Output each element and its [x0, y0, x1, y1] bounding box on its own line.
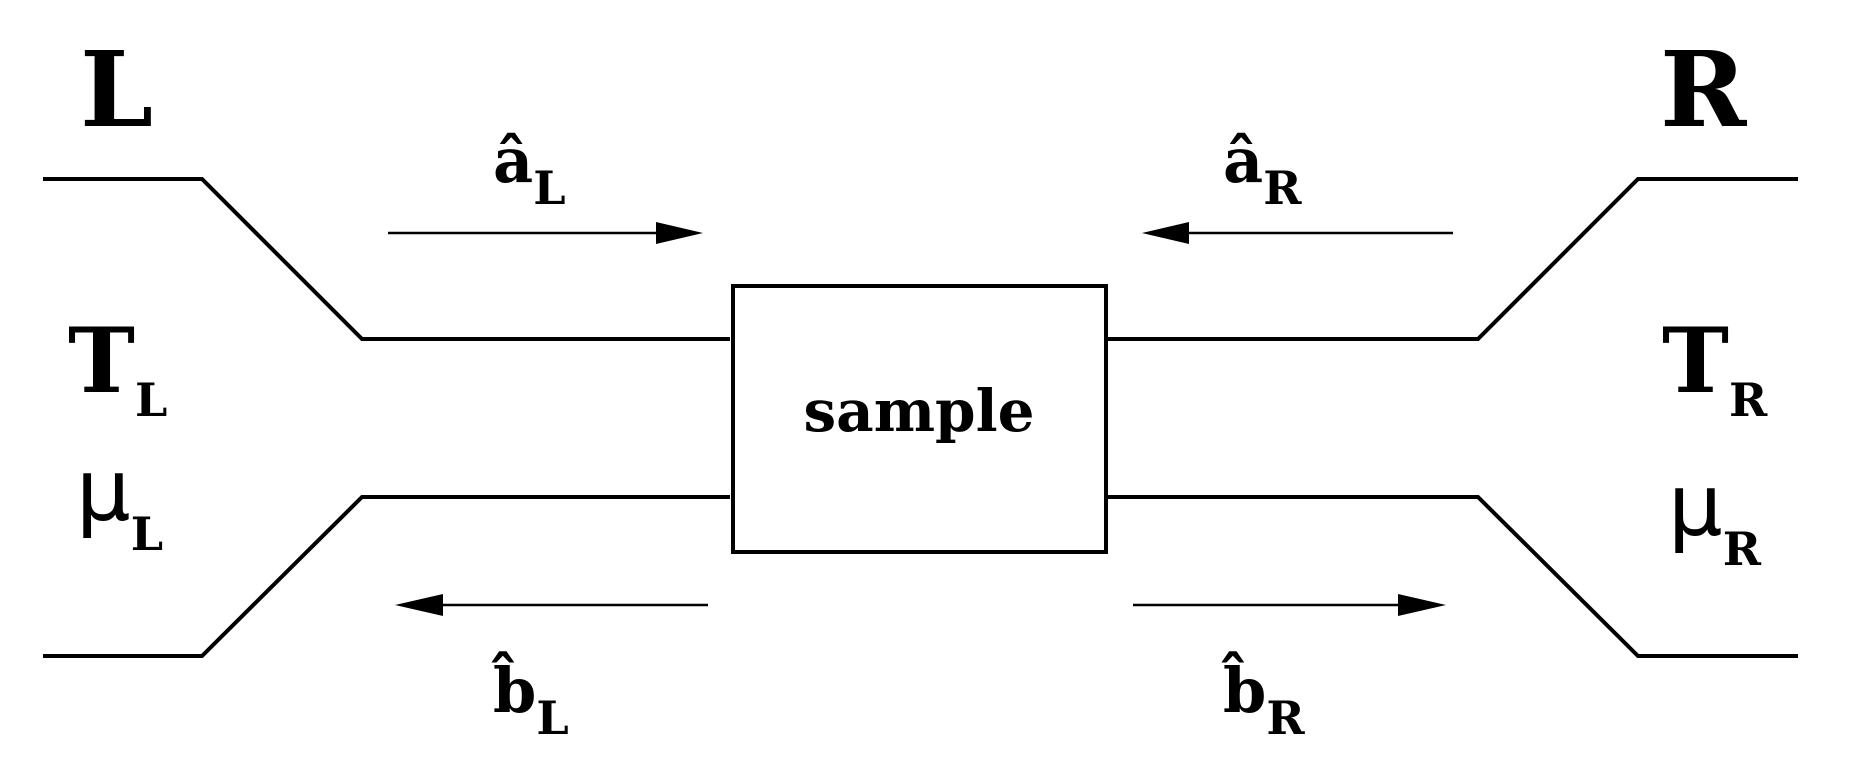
left-potential-label: μL	[76, 441, 163, 561]
operator-a-right: âR	[1223, 124, 1302, 215]
arrow-a-right	[1142, 222, 1453, 244]
left-reservoir-label: L	[80, 28, 153, 151]
right-temperature-label: TR	[1662, 308, 1768, 427]
right-lead-top-wire	[1106, 177, 1798, 341]
sample-label: sample	[803, 377, 1034, 445]
right-potential-label: μR	[1668, 456, 1762, 576]
operator-a-left: âL	[493, 124, 566, 215]
left-temperature-label: TL	[68, 308, 167, 427]
arrow-b-left	[395, 594, 708, 616]
operator-b-right: b̂R	[1221, 651, 1305, 745]
right-lead-bottom-wire	[1106, 495, 1798, 658]
arrow-a-left	[388, 222, 703, 244]
right-reservoir-label: R	[1660, 28, 1748, 151]
sample-box	[731, 284, 1108, 554]
left-lead-bottom-wire	[43, 495, 730, 658]
left-lead-top-wire	[43, 177, 730, 341]
operator-b-left: b̂L	[491, 651, 568, 745]
arrow-b-right	[1133, 594, 1446, 616]
